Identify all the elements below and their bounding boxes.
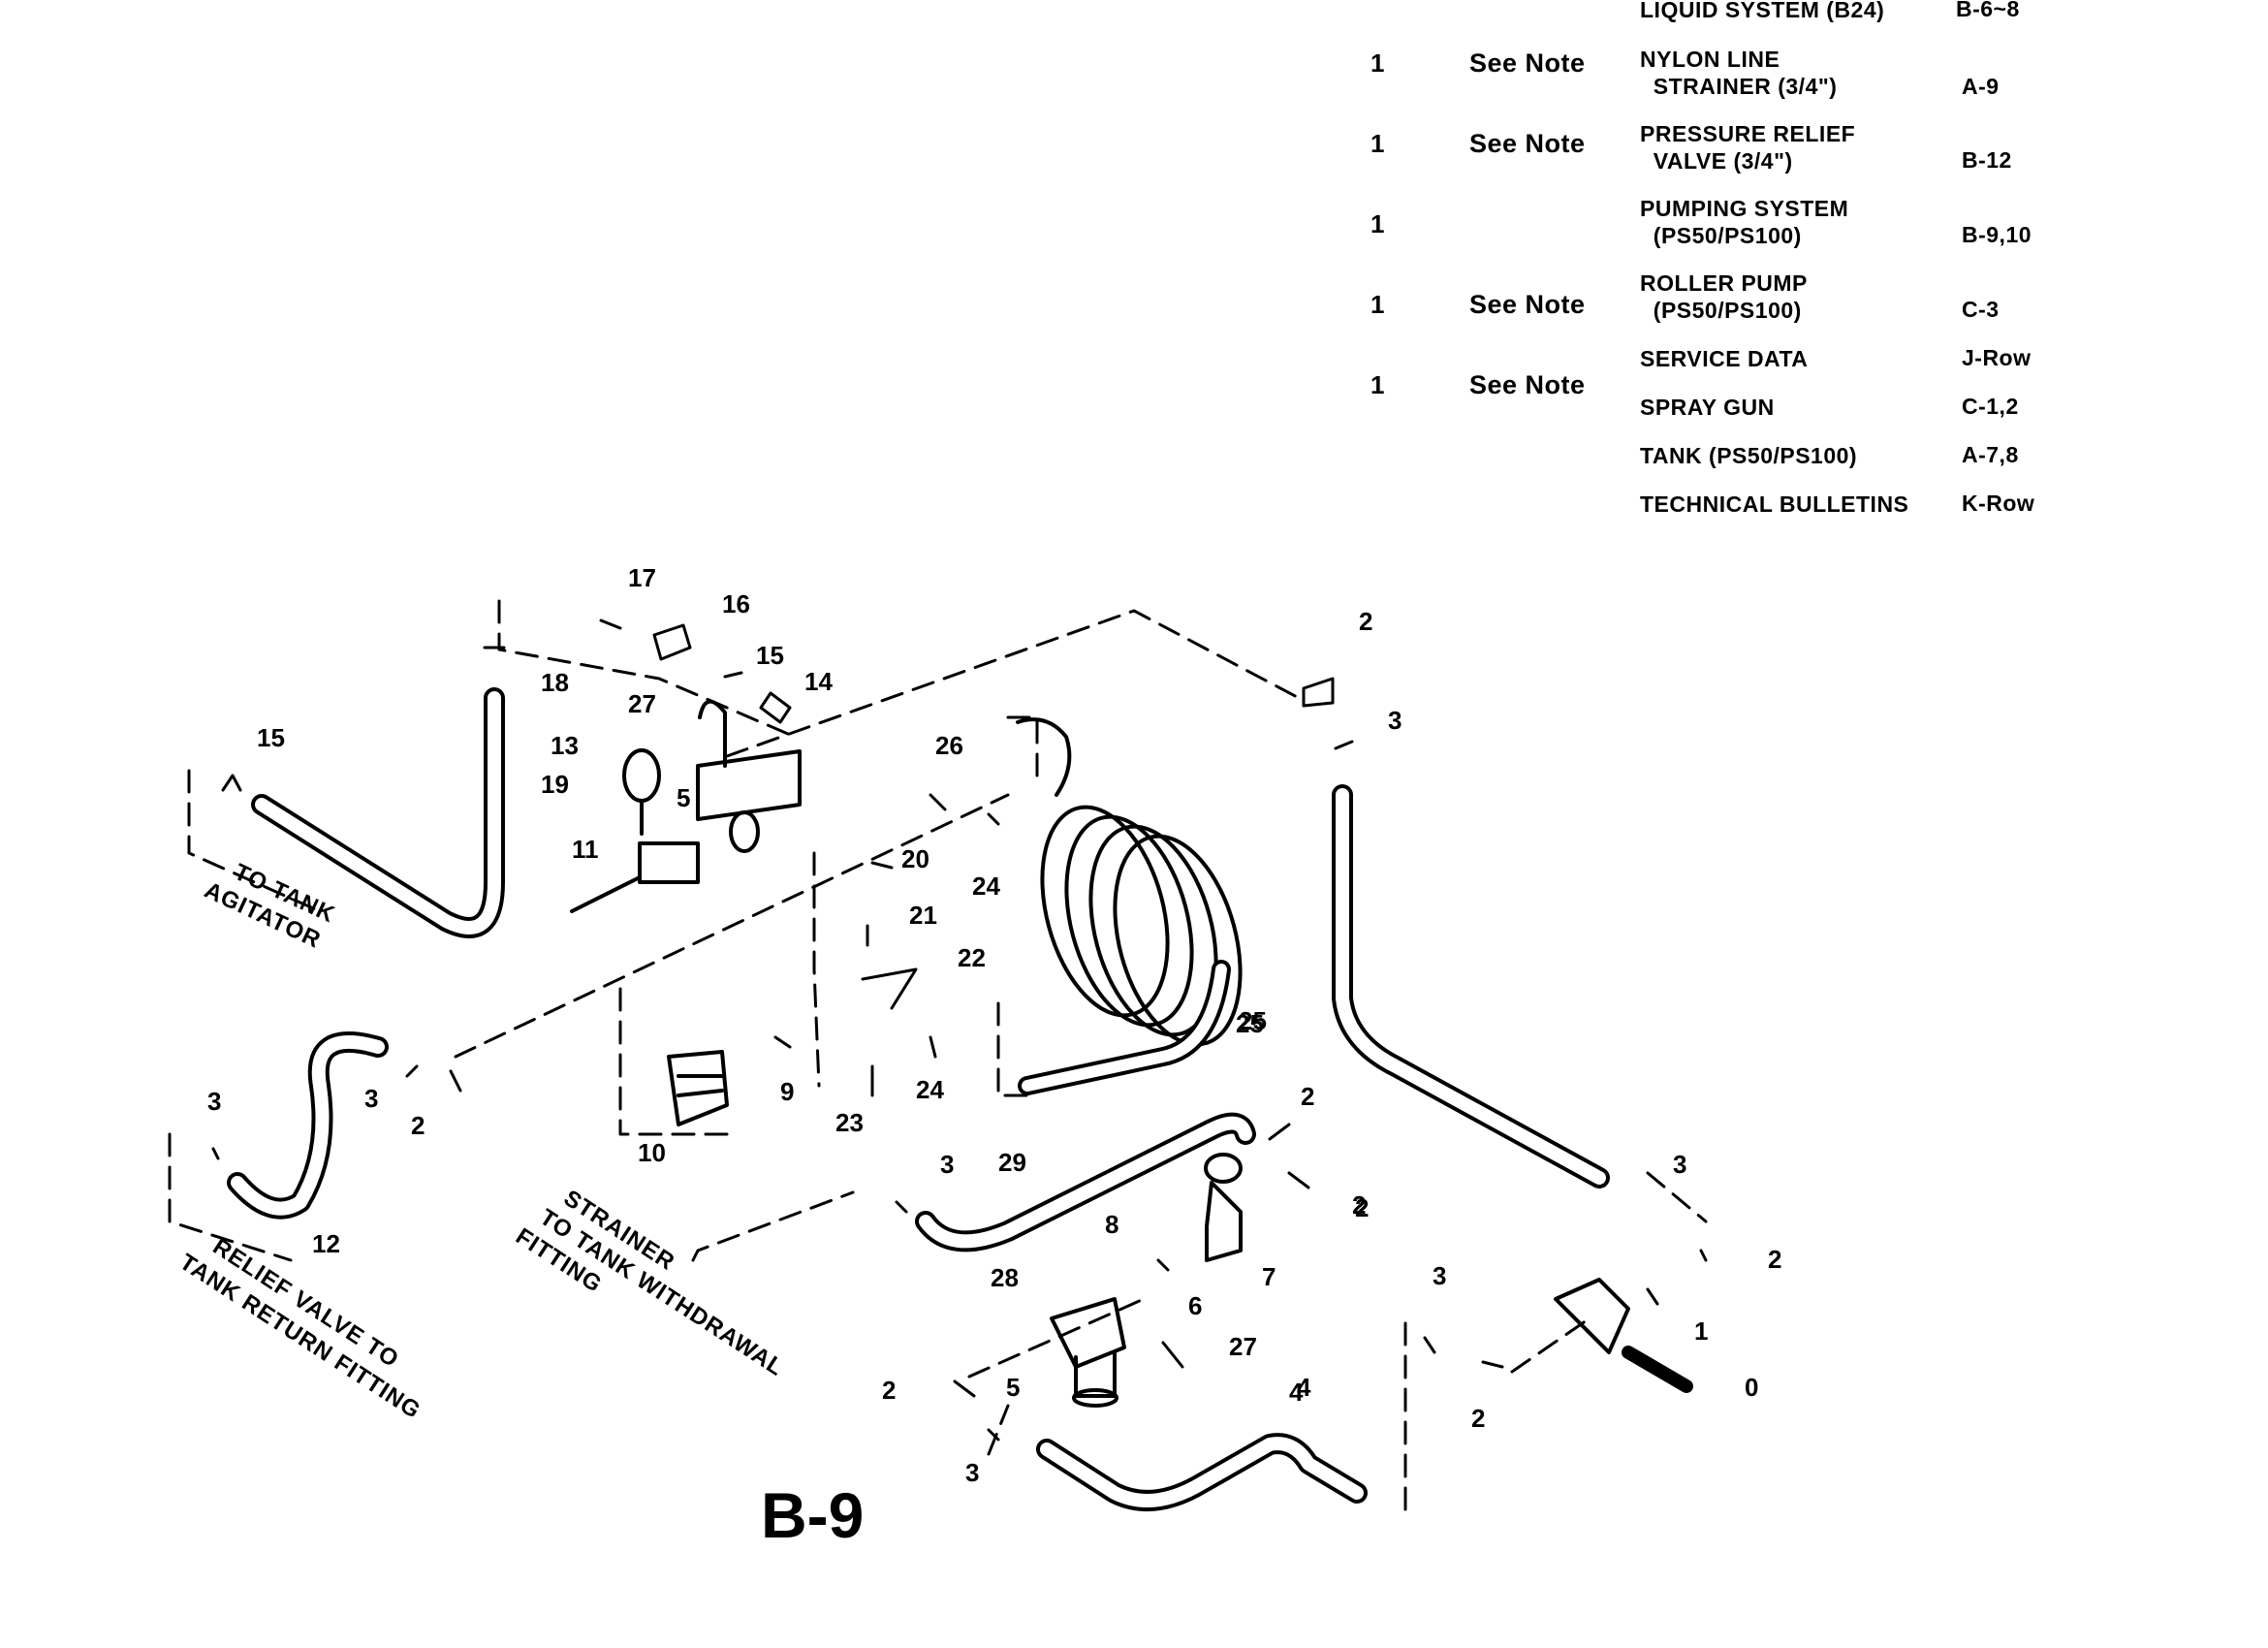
label-tank-return: TANK RETURN FITTING bbox=[175, 1249, 425, 1424]
table-row-reference: B-12 bbox=[1962, 147, 2012, 173]
table-row-qty: 1 bbox=[1370, 129, 1385, 158]
strainer-label: STRAINER TO TANK WITHDRAWAL FITTING bbox=[511, 1185, 788, 1381]
callout: 19 bbox=[541, 770, 569, 799]
tee-fitting-5-upper bbox=[696, 699, 802, 853]
callout: 27 bbox=[1229, 1332, 1257, 1361]
callout: 7 bbox=[1262, 1262, 1276, 1291]
coiled-hose-25 bbox=[1016, 717, 1243, 1095]
table-row-description: NYLON LINE STRAINER (3/4") bbox=[1640, 47, 1838, 99]
table-row-description: PUMPING SYSTEM (PS50/PS100) bbox=[1640, 196, 1849, 248]
callout: 2 bbox=[1355, 1193, 1369, 1222]
table-row-qty: 1 bbox=[1370, 209, 1385, 238]
table-row-description: SPRAY GUN bbox=[1640, 395, 1775, 420]
callout: 3 bbox=[965, 1458, 979, 1487]
callout: 1 bbox=[1694, 1316, 1708, 1346]
table-row-description: LIQUID SYSTEM (B24) bbox=[1640, 0, 1885, 22]
callout: 5 bbox=[1006, 1373, 1020, 1402]
callout: 27 bbox=[628, 689, 656, 718]
callout: 21 bbox=[909, 901, 937, 930]
page-code: B-9 bbox=[761, 1479, 865, 1551]
callout: 14 bbox=[804, 667, 833, 696]
callout: 29 bbox=[998, 1148, 1026, 1177]
table-row-reference: K-Row bbox=[1962, 491, 2035, 516]
callout: 2 bbox=[1352, 1190, 1366, 1220]
table-row-description: ROLLER PUMP (PS50/PS100) bbox=[1640, 270, 1808, 323]
table-row-description: PRESSURE RELIEF VALVE (3/4") bbox=[1640, 121, 1856, 174]
callout: 3 bbox=[1388, 706, 1402, 735]
table-row-description: SERVICE DATA bbox=[1640, 346, 1809, 371]
callout: 2 bbox=[1359, 607, 1372, 636]
table-row-reference: B-9,10 bbox=[1962, 222, 2032, 247]
relief-valve-label: RELIEF VALVE TO TANK RETURN FITTING bbox=[175, 1233, 425, 1424]
table-row-reference: J-Row bbox=[1962, 345, 2032, 370]
callout: 8 bbox=[1105, 1210, 1118, 1239]
hose-4-upper bbox=[1332, 784, 1610, 1188]
callout: 22 bbox=[958, 943, 986, 972]
callout: 10 bbox=[638, 1138, 666, 1167]
table-row-description: TECHNICAL BULLETINS bbox=[1640, 491, 1909, 517]
table-row-note: See Note bbox=[1469, 48, 1586, 78]
table-row-reference: C-1,2 bbox=[1962, 394, 2019, 419]
callout: 3 bbox=[1433, 1261, 1446, 1290]
callout: 3 bbox=[207, 1087, 221, 1116]
table-row-qty: 1 bbox=[1370, 290, 1385, 319]
callout: 17 bbox=[628, 563, 656, 592]
callout: 6 bbox=[1188, 1291, 1202, 1320]
relief-valve-7 bbox=[1204, 1153, 1243, 1262]
callout: 12 bbox=[312, 1229, 340, 1258]
callout: 15 bbox=[756, 641, 784, 670]
callout: 24 bbox=[916, 1075, 944, 1104]
strainer-assembly bbox=[1050, 1297, 1126, 1408]
table-row-reference: A-7,8 bbox=[1962, 442, 2019, 467]
callout: 2 bbox=[882, 1376, 896, 1405]
callout: 28 bbox=[991, 1263, 1019, 1292]
callout: 11 bbox=[572, 835, 599, 864]
callout: 2 bbox=[1301, 1082, 1314, 1111]
callout: 15 bbox=[257, 723, 285, 752]
callout: 20 bbox=[901, 844, 929, 873]
callout: 2 bbox=[411, 1111, 425, 1140]
small-fittings bbox=[211, 618, 1708, 1442]
callout: 4 bbox=[1289, 1378, 1304, 1407]
table-row-qty: 1 bbox=[1370, 370, 1385, 399]
roller-pump-10 bbox=[667, 1050, 729, 1126]
callout: 4 bbox=[1297, 1373, 1311, 1402]
callout: 23 bbox=[835, 1108, 864, 1137]
pressure-gauge-13 bbox=[622, 748, 661, 836]
callout: 3 bbox=[364, 1084, 378, 1113]
callout: 2 bbox=[1471, 1404, 1485, 1433]
callout: 0 bbox=[1745, 1373, 1758, 1402]
table-row-reference: C-3 bbox=[1962, 297, 2000, 322]
table-row-reference: A-9 bbox=[1962, 74, 2000, 99]
callout: 13 bbox=[551, 731, 579, 760]
callout: 16 bbox=[722, 589, 750, 618]
table-row-note: See Note bbox=[1469, 370, 1586, 399]
table-row-qty: 1 bbox=[1370, 48, 1385, 78]
callout: 25 bbox=[1239, 1006, 1267, 1035]
callout-numbers: 17 16 15 14 18 27 13 19 15 5 26 20 11 25… bbox=[207, 563, 1781, 1487]
callout: 5 bbox=[677, 783, 690, 812]
callout: 2 bbox=[1768, 1245, 1781, 1274]
callout: 26 bbox=[935, 731, 963, 760]
table-row-reference: B-6~8 bbox=[1956, 0, 2020, 21]
table-row-note: See Note bbox=[1469, 129, 1586, 158]
callout: 25 bbox=[1236, 1009, 1264, 1038]
callout: 18 bbox=[541, 668, 569, 697]
callout: 3 bbox=[940, 1150, 954, 1179]
valve-11 bbox=[570, 841, 700, 913]
callout: 3 bbox=[1673, 1150, 1686, 1179]
callout: 9 bbox=[780, 1077, 794, 1106]
spray-nozzle-1 bbox=[1554, 1278, 1693, 1393]
table-row-description: TANK (PS50/PS100) bbox=[1640, 443, 1858, 468]
assembly-lines bbox=[168, 599, 1708, 1514]
table-row-note: See Note bbox=[1469, 290, 1586, 319]
callout: 24 bbox=[972, 872, 1000, 901]
